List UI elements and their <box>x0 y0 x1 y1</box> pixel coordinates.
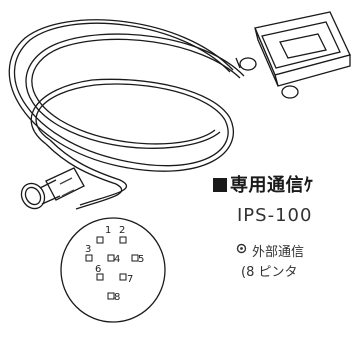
cable-lead <box>45 139 128 210</box>
heading-square-marker <box>213 178 227 192</box>
heading-text: 専用通信ｹ <box>230 175 314 196</box>
note-line-1: 外部通信 <box>252 245 305 260</box>
pin-label: 5 <box>138 254 144 265</box>
pin-label: 7 <box>127 274 133 285</box>
pin-label: 2 <box>119 225 125 236</box>
pin-diagram: 1 2 3 4 5 6 7 8 <box>60 217 166 323</box>
note-line-2: (8 ピンタ <box>241 265 298 280</box>
section-heading: 専用通信ｹ <box>213 171 314 197</box>
pin-label: 3 <box>85 244 91 255</box>
round-connector <box>20 167 85 210</box>
pin-label: 4 <box>114 254 120 265</box>
dsub-connector <box>235 11 351 99</box>
bullet-icon <box>236 243 247 254</box>
pin-label: 1 <box>105 225 111 236</box>
cable-coils <box>8 19 245 172</box>
model-number: IPS-100 <box>237 205 313 226</box>
pin-label: 8 <box>114 292 120 303</box>
pin-label: 6 <box>95 264 101 275</box>
